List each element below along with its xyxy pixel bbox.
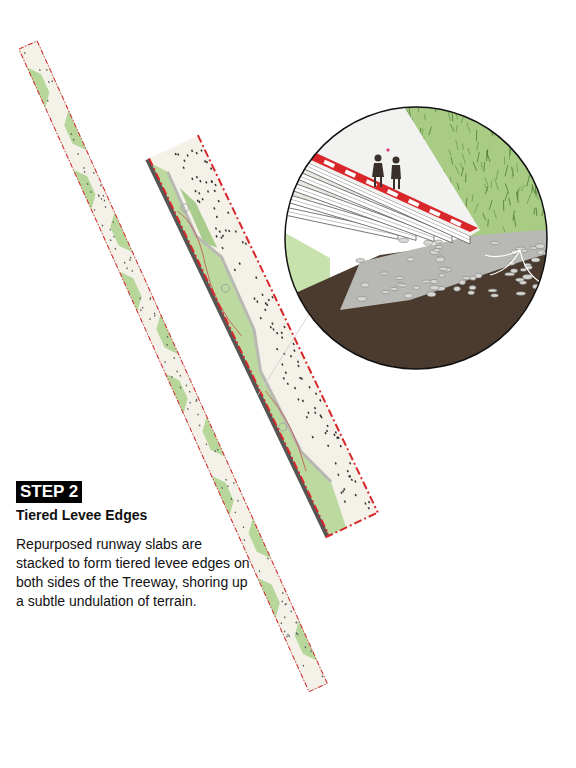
people-figures bbox=[372, 148, 401, 189]
heading: Tiered Levee Edges bbox=[16, 506, 147, 524]
step-badge: STEP 2 bbox=[16, 481, 82, 503]
description: Repurposed runway slabs are stacked to f… bbox=[16, 535, 252, 611]
step-label: STEP 2 bbox=[20, 482, 78, 501]
section-detail bbox=[280, 94, 560, 380]
